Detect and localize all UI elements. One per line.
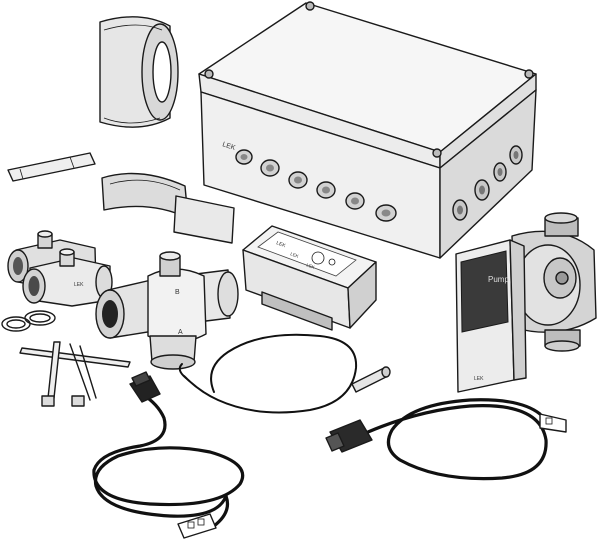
- box-brand-label: LEK: [221, 141, 236, 152]
- temperature-sensor: [178, 333, 391, 414]
- valve-port-a-label: A: [178, 329, 183, 336]
- junction-box: LEK: [198, 1, 537, 259]
- side-cable-glands: [452, 145, 523, 221]
- circulation-pump: Pump LEK: [455, 212, 597, 393]
- three-way-valve: B A: [95, 251, 239, 370]
- power-cable: [92, 371, 245, 539]
- o-rings: [1, 310, 56, 332]
- pump-plate-label: LEK: [474, 376, 484, 382]
- fitting-brand-label: LEK: [74, 282, 84, 288]
- pump-signal-cable: [325, 398, 567, 481]
- grease-sachet: [7, 152, 96, 182]
- pipe-clamp-band: [101, 172, 235, 244]
- actuator-label-top: LEK: [275, 240, 287, 249]
- front-cable-glands: [235, 149, 397, 222]
- pump-brand-label: Pump: [488, 275, 509, 284]
- cable-ties: [19, 341, 131, 407]
- valve-actuator: LEK LEK LEK: [242, 225, 377, 331]
- actuator-label-bottom: LEK: [306, 262, 316, 270]
- tape-roll: [99, 16, 179, 128]
- actuator-label-mid: LEK: [290, 251, 300, 259]
- valve-port-b-label: B: [175, 289, 180, 296]
- pipe-fittings: LEK: [7, 230, 113, 307]
